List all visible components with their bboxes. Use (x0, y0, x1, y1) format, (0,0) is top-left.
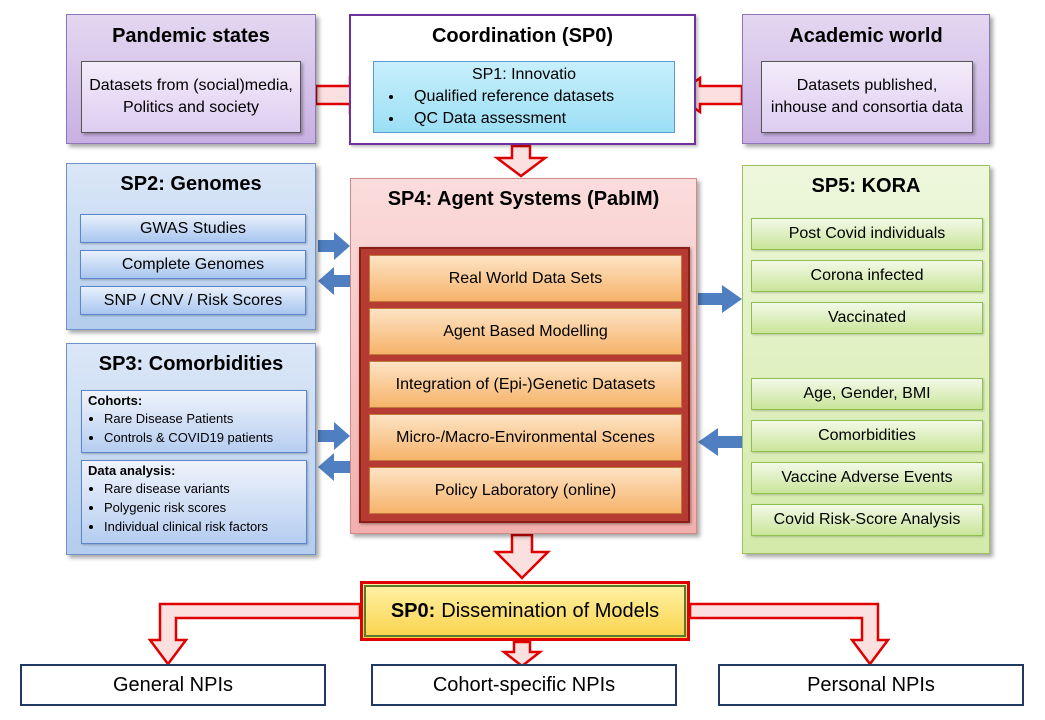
sp3-cohorts-title: Cohorts: (88, 393, 143, 408)
sp3-analysis-item: Rare disease variants (104, 479, 300, 498)
academic-world-text: Datasets published, inhouse and consorti… (761, 61, 973, 133)
sp3-cohort-item: Rare Disease Patients (104, 409, 300, 428)
sp4-item: Real World Data Sets (369, 255, 682, 302)
sp5-item: Corona infected (751, 260, 983, 292)
sp5-item: Covid Risk-Score Analysis (751, 504, 983, 536)
npi-general: General NPIs (20, 664, 326, 706)
arrow-dissemination-to-personal (688, 602, 891, 667)
sp4-box: SP4: Agent Systems (PabIM) Real World Da… (350, 178, 697, 534)
sp2-item: Complete Genomes (80, 250, 306, 279)
sp3-analysis-item: Polygenic risk scores (104, 498, 300, 517)
sp4-title: SP4: Agent Systems (PabIM) (387, 188, 660, 210)
academic-world-title: Academic world (789, 25, 943, 47)
arrow-sp5-to-sp4 (698, 428, 742, 456)
coordination-box: Coordination (SP0) SP1: Innovatio Qualif… (349, 14, 696, 145)
sp2-title: SP2: Genomes (120, 173, 262, 195)
sp2-item: SNP / CNV / Risk Scores (80, 286, 306, 315)
npi-personal: Personal NPIs (718, 664, 1024, 706)
pandemic-states-box: Pandemic states Datasets from (social)me… (66, 14, 316, 144)
sp5-item: Vaccinated (751, 302, 983, 334)
dissemination-label: Dissemination of Models (441, 599, 660, 622)
sp3-analysis-title: Data analysis: (88, 463, 176, 478)
sp5-item: Post Covid individuals (751, 218, 983, 250)
sp3-analysis-item: Individual clinical risk factors (104, 517, 300, 536)
arrow-sp3-to-sp4 (318, 422, 350, 450)
arrow-sp2-to-sp4 (318, 232, 350, 260)
sp3-title: SP3: Comorbidities (98, 353, 284, 375)
sp3-box: SP3: Comorbidities Cohorts: Rare Disease… (66, 343, 316, 555)
dissemination-box: SP0: Dissemination of Models (360, 581, 690, 641)
arrow-dissemination-to-cohort (500, 640, 544, 668)
pandemic-states-title: Pandemic states (112, 25, 270, 47)
arrow-dissemination-to-general (147, 602, 362, 667)
sp4-item: Agent Based Modelling (369, 308, 682, 355)
sp3-cohorts-box: Cohorts: Rare Disease Patients Controls … (81, 390, 307, 453)
sp4-inner-frame: Real World Data Sets Agent Based Modelli… (359, 247, 690, 523)
sp4-item: Integration of (Epi-)Genetic Datasets (369, 361, 682, 408)
sp1-bullet: QC Data assessment (404, 108, 674, 130)
sp3-cohort-item: Controls & COVID19 patients (104, 428, 300, 447)
sp1-box: SP1: Innovatio Qualified reference datas… (373, 61, 675, 133)
sp5-box: SP5: KORA Post Covid individuals Corona … (742, 165, 990, 554)
arrow-sp4-to-sp5 (698, 285, 742, 313)
sp1-bullet: Qualified reference datasets (404, 86, 674, 108)
pandemic-states-text: Datasets from (social)media, Politics an… (81, 61, 301, 133)
arrow-sp4-to-sp3 (318, 453, 350, 481)
sp2-box: SP2: Genomes GWAS Studies Complete Genom… (66, 163, 316, 330)
sp4-item: Policy Laboratory (online) (369, 467, 682, 514)
sp5-item: Age, Gender, BMI (751, 378, 983, 410)
academic-world-box: Academic world Datasets published, inhou… (742, 14, 990, 144)
arrow-sp4-to-dissemination (492, 533, 552, 580)
arrow-coordination-to-sp4 (493, 144, 549, 178)
sp1-title: SP1: Innovatio (471, 66, 577, 83)
sp5-title: SP5: KORA (811, 175, 921, 197)
npi-cohort-specific: Cohort-specific NPIs (371, 664, 677, 706)
dissemination-prefix: SP0: (390, 599, 436, 622)
sp4-item: Micro-/Macro-Environmental Scenes (369, 414, 682, 461)
sp2-item: GWAS Studies (80, 214, 306, 243)
coordination-title: Coordination (SP0) (431, 25, 614, 47)
sp5-item: Comorbidities (751, 420, 983, 452)
sp5-item: Vaccine Adverse Events (751, 462, 983, 494)
arrow-sp4-to-sp2 (318, 267, 350, 295)
sp3-analysis-box: Data analysis: Rare disease variants Pol… (81, 460, 307, 544)
